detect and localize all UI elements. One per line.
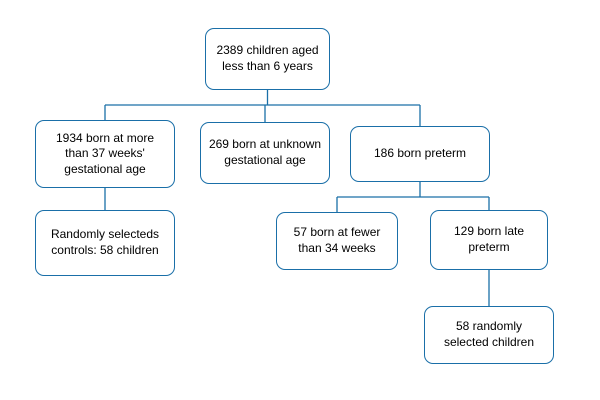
node-selected-children: 58 randomly selected children bbox=[424, 306, 554, 364]
node-unknown-gestation: 269 born at unknown gestational age bbox=[200, 122, 330, 184]
node-late-preterm: 129 born late preterm bbox=[430, 210, 548, 270]
node-term-born: 1934 born at more than 37 weeks' gestati… bbox=[35, 120, 175, 188]
node-preterm: 186 born preterm bbox=[350, 126, 490, 182]
node-selected-controls: Randomly selecteds controls: 58 children bbox=[35, 210, 175, 276]
node-total-children: 2389 children aged less than 6 years bbox=[205, 28, 330, 90]
node-under-34-weeks: 57 born at fewer than 34 weeks bbox=[276, 212, 398, 270]
